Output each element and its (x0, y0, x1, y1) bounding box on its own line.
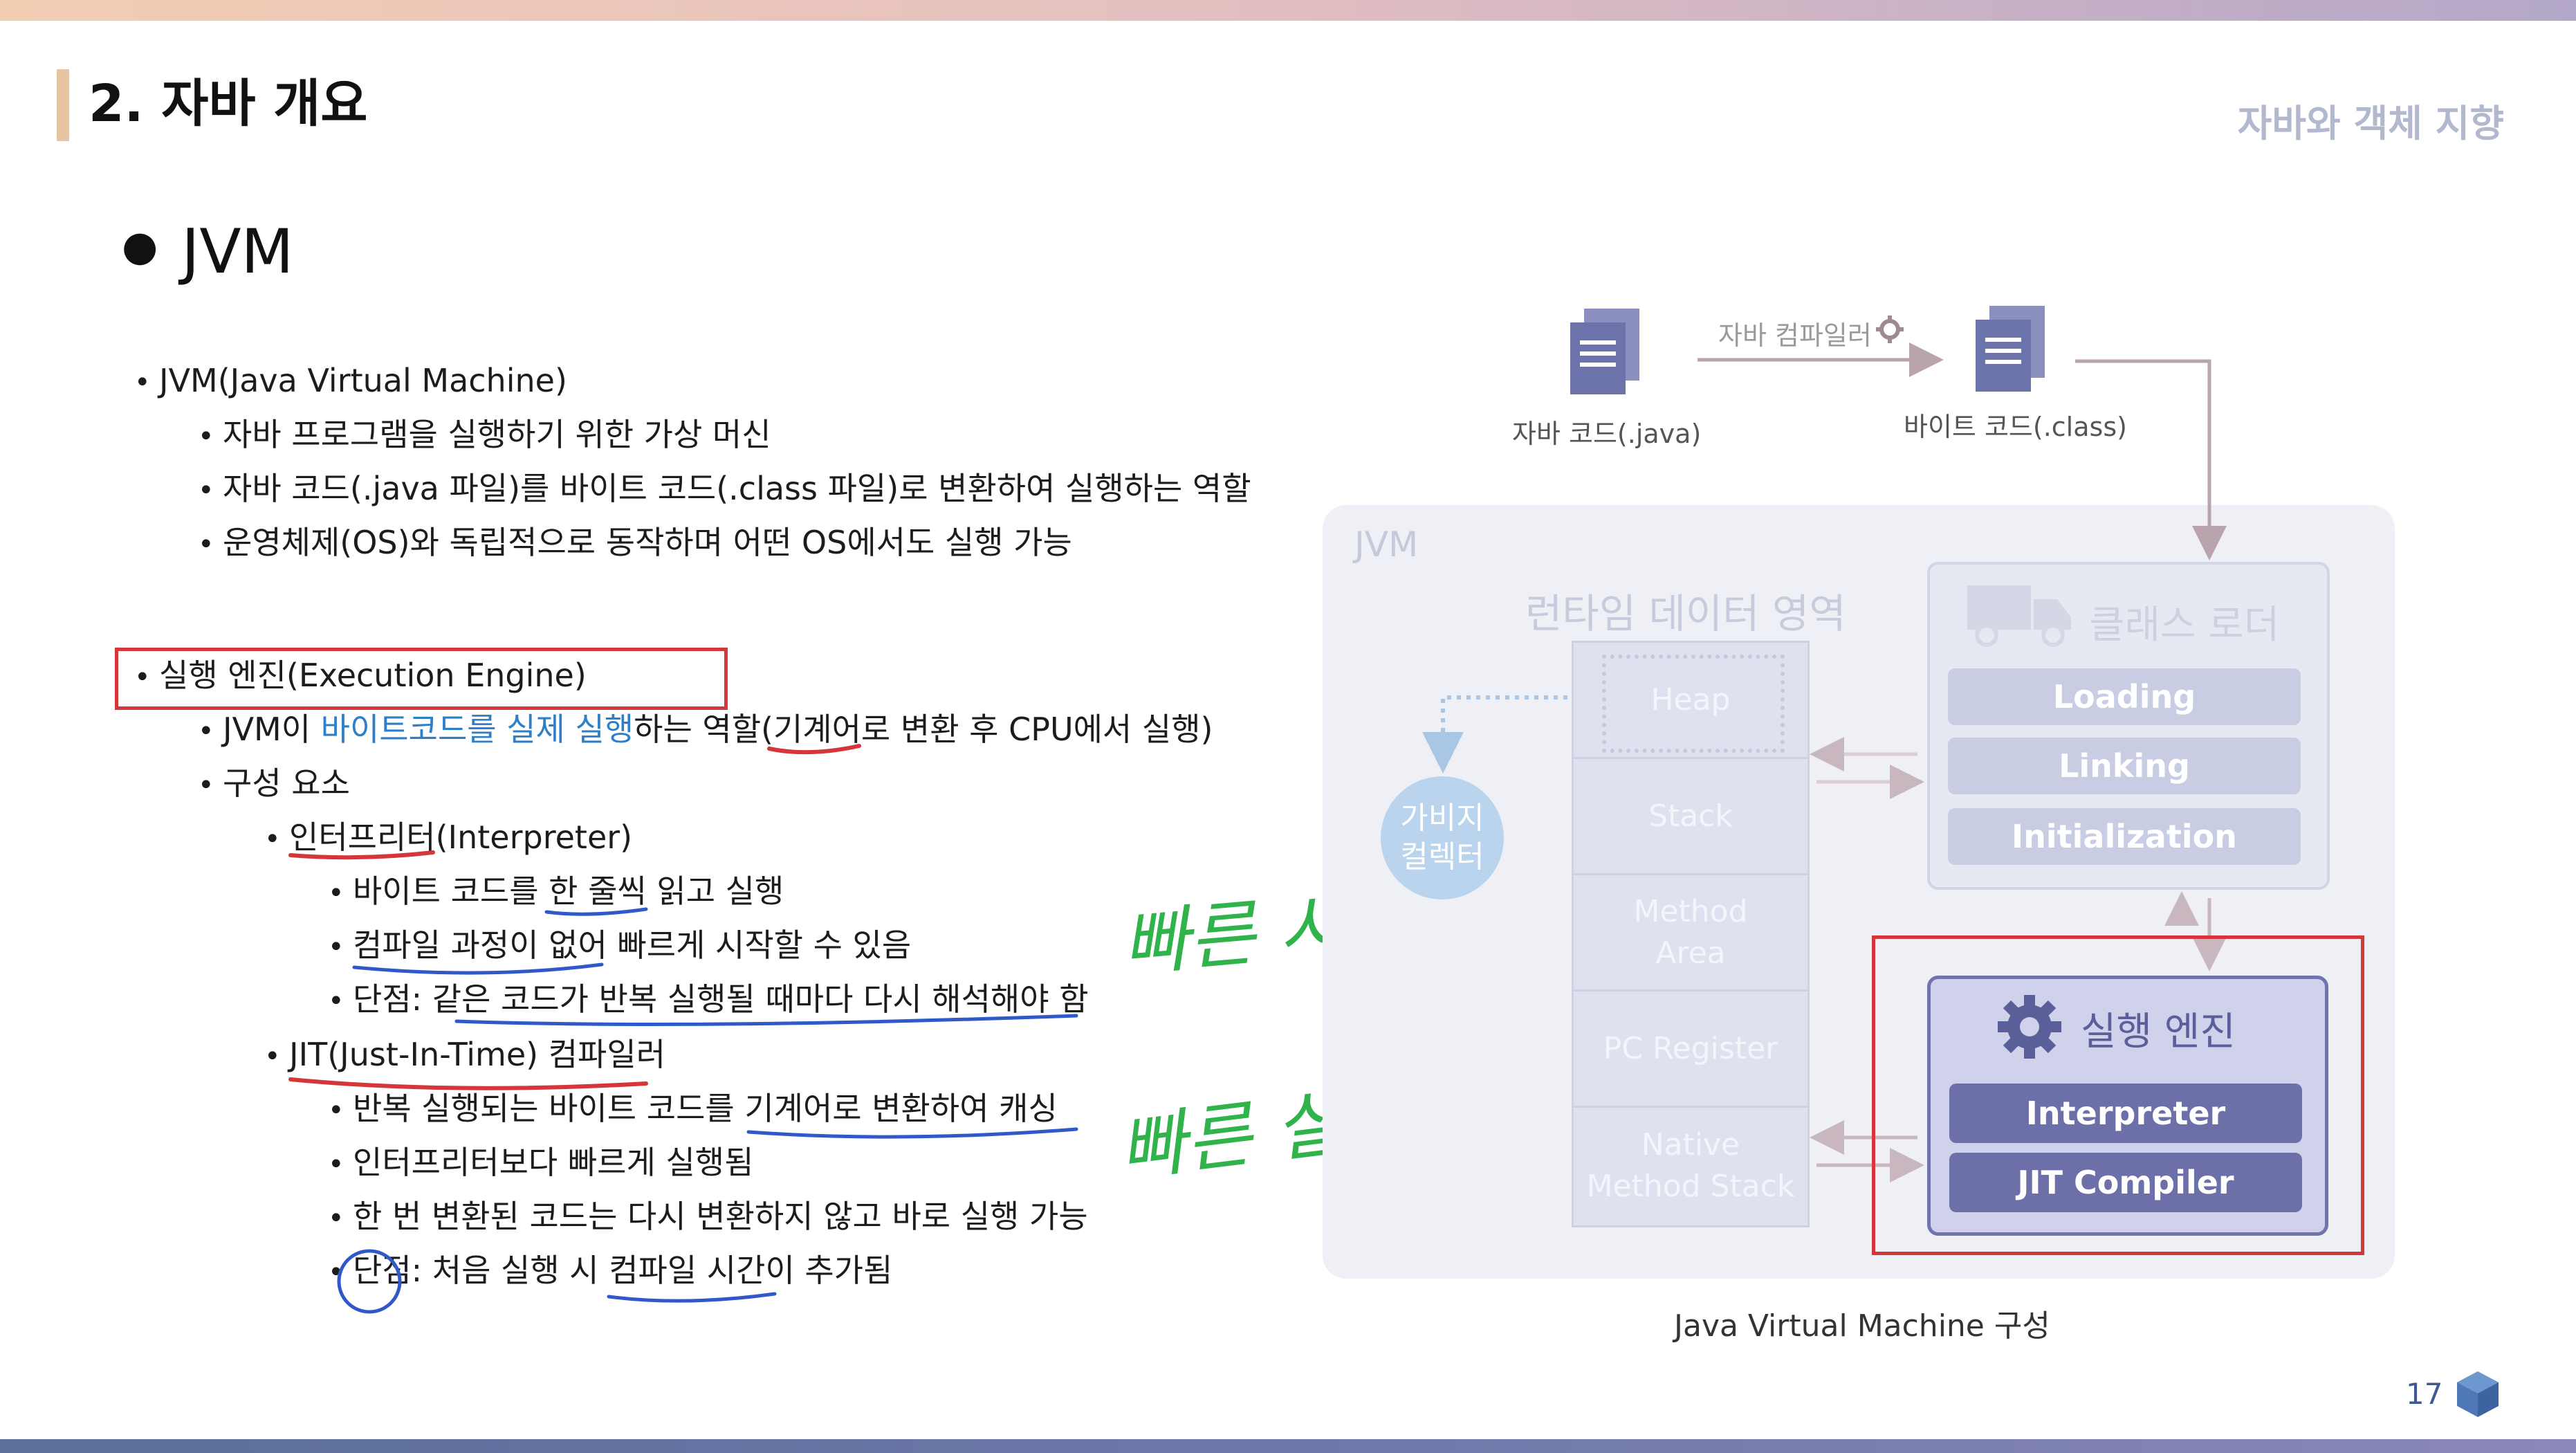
java-file-icon (1570, 309, 1639, 394)
section-title: 2. 자바 개요 (89, 74, 368, 134)
class-file-label: 바이트 코드(.class) (1904, 412, 2127, 442)
runtime-cell-method-area: Method Area (1574, 875, 1807, 991)
page-number: 17 (2406, 1377, 2443, 1411)
title-accent-bar (57, 69, 69, 141)
heading-text: JVM (181, 216, 294, 287)
runtime-cell-heap: Heap (1574, 643, 1807, 759)
jit-item: •반복 실행되는 바이트 코드를 기계어로 변환하여 캐싱 (328, 1090, 1058, 1127)
interpreter-title: •인터프리터(Interpreter) (264, 819, 633, 856)
exec-engine-highlight-box (1872, 935, 2364, 1255)
diagram-caption: Java Virtual Machine 구성 (1674, 1308, 2050, 1344)
jit-item: •단점: 처음 실행 시 컴파일 시간이 추가됨 (328, 1252, 893, 1289)
exec-engine-highlight-box (115, 648, 728, 710)
exec-engine-jit-compiler: JIT Compiler (1949, 1153, 2302, 1212)
java-file-label: 자바 코드(.java) (1512, 419, 1702, 449)
class-loader-initialization: Initialization (1948, 808, 2301, 865)
truck-icon (1967, 585, 2071, 647)
class-file-icon (1976, 306, 2045, 392)
logo-icon (2457, 1371, 2499, 1417)
main-heading: ● JVM (122, 205, 293, 293)
gear-icon (1998, 995, 2061, 1059)
jvm-def-title: •JVM(Java Virtual Machine) (134, 362, 567, 399)
gear-icon (1876, 316, 1904, 343)
runtime-cell-stack: Stack (1574, 759, 1807, 875)
role-highlight: 바이트코드를 실제 실행 (320, 711, 634, 748)
chapter-title: 자바와 객체 지향 (2237, 102, 2504, 145)
jvm-def-item: •자바 코드(.java 파일)를 바이트 코드(.class 파일)로 변환하… (198, 470, 1251, 507)
jvm-label: JVM (1354, 524, 1419, 565)
garbage-collector: 가비지 컬렉터 (1381, 776, 1504, 899)
runtime-data-area: Heap Stack Method Area PC Register Nativ… (1572, 641, 1810, 1227)
jit-title: •JIT(Just-In-Time) 컴파일러 (264, 1036, 666, 1073)
compiler-label: 자바 컴파일러 (1718, 320, 1872, 351)
exec-engine-title: 실행 엔진 (2081, 1009, 2236, 1054)
jvm-def-item: •운영체제(OS)와 독립적으로 동작하며 어떤 OS에서도 실행 가능 (198, 524, 1072, 561)
interpreter-item: •단점: 같은 코드가 반복 실행될 때마다 다시 해석해야 함 (328, 980, 1089, 1018)
components-label: •구성 요소 (198, 765, 350, 802)
bottom-gradient-bar (0, 1439, 2576, 1453)
exec-engine-role: •JVM이 바이트코드를 실제 실행하는 역할(기계어로 변환 후 CPU에서 … (198, 711, 1213, 748)
runtime-cell-native-stack: Native Method Stack (1586, 1126, 1795, 1204)
interpreter-item: •컴파일 과정이 없어 빠르게 시작할 수 있음 (328, 926, 912, 964)
runtime-cell-pc-register: PC Register (1574, 991, 1807, 1108)
heap-dotted-outline (1602, 655, 1785, 753)
jvm-def-item: •자바 프로그램을 실행하기 위한 가상 머신 (198, 416, 771, 453)
class-loader-linking: Linking (1948, 738, 2301, 794)
class-loader-loading: Loading (1948, 668, 2301, 725)
runtime-area-label: 런타임 데이터 영역 (1525, 590, 1846, 637)
exec-engine-interpreter: Interpreter (1949, 1084, 2302, 1143)
jit-item: •한 번 변환된 코드는 다시 변환하지 않고 바로 실행 가능 (328, 1198, 1088, 1235)
jit-item: •인터프리터보다 빠르게 실행됨 (328, 1144, 754, 1181)
class-loader-title: 클래스 로더 (2089, 603, 2280, 648)
bullet: ● (122, 222, 158, 271)
exec-engine-title: •실행 엔진(Execution Engine) (134, 657, 587, 694)
top-gradient-bar (0, 0, 2576, 21)
interpreter-item: •바이트 코드를 한 줄씩 읽고 실행 (328, 872, 784, 910)
